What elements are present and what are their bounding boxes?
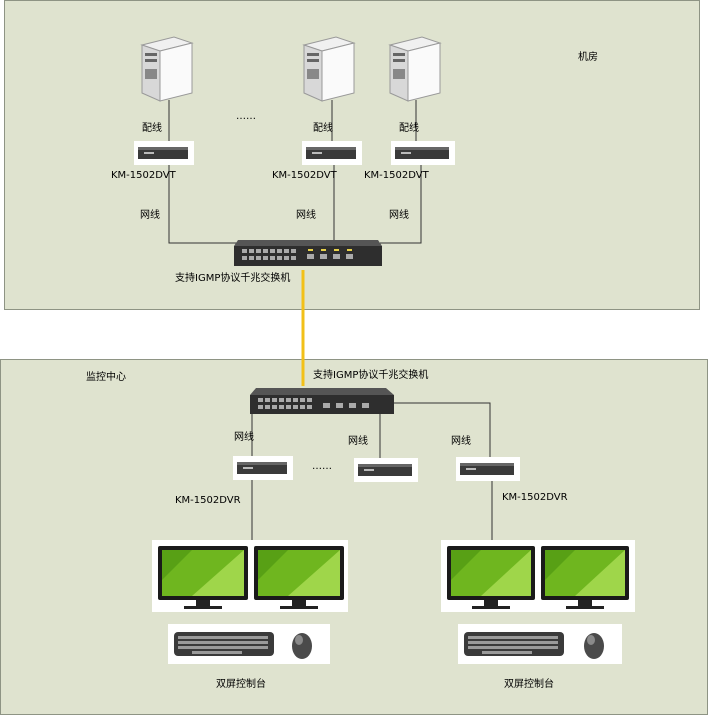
decoder-model-label: KM-1502DVR — [502, 492, 568, 503]
decoder-model-label: KM-1502DVR — [175, 495, 241, 506]
dual-screen-console-label: 双屏控制台 — [504, 679, 554, 690]
server-ellipsis: …… — [236, 111, 256, 122]
network-cable-label: 网线 — [348, 436, 368, 447]
network-cable-label: 网线 — [296, 210, 316, 221]
keyboard-mouse — [168, 624, 330, 664]
dual-monitor — [152, 540, 348, 612]
server-icon — [140, 36, 194, 102]
encoder-model-label: KM-1502DVT — [111, 170, 176, 181]
encoder-device — [134, 141, 194, 165]
gigabit-switch — [234, 240, 382, 266]
dual-screen-console-label: 双屏控制台 — [216, 679, 266, 690]
network-cable-label: 网线 — [451, 436, 471, 447]
network-cable-label: 网线 — [140, 210, 160, 221]
monitor-center-label: 监控中心 — [86, 372, 126, 383]
dual-monitor — [441, 540, 635, 612]
cable-label: 配线 — [313, 123, 333, 134]
upper-switch-label: 支持IGMP协议千兆交换机 — [175, 273, 291, 284]
network-cable-label: 网线 — [389, 210, 409, 221]
gigabit-switch — [250, 388, 394, 414]
encoder-model-label: KM-1502DVT — [272, 170, 337, 181]
decoder-device — [233, 456, 293, 480]
decoder-device — [354, 458, 418, 482]
server-icon — [388, 36, 442, 102]
decoder-device — [456, 457, 520, 481]
lower-switch-label: 支持IGMP协议千兆交换机 — [313, 370, 429, 381]
machine-room-label: 机房 — [578, 52, 598, 63]
encoder-device — [391, 141, 455, 165]
decoder-ellipsis: …… — [312, 461, 332, 472]
network-cable-label: 网线 — [234, 432, 254, 443]
cable-label: 配线 — [399, 123, 419, 134]
keyboard-mouse — [458, 624, 622, 664]
encoder-model-label: KM-1502DVT — [364, 170, 429, 181]
cable-label: 配线 — [142, 123, 162, 134]
server-icon — [302, 36, 356, 102]
encoder-device — [302, 141, 362, 165]
